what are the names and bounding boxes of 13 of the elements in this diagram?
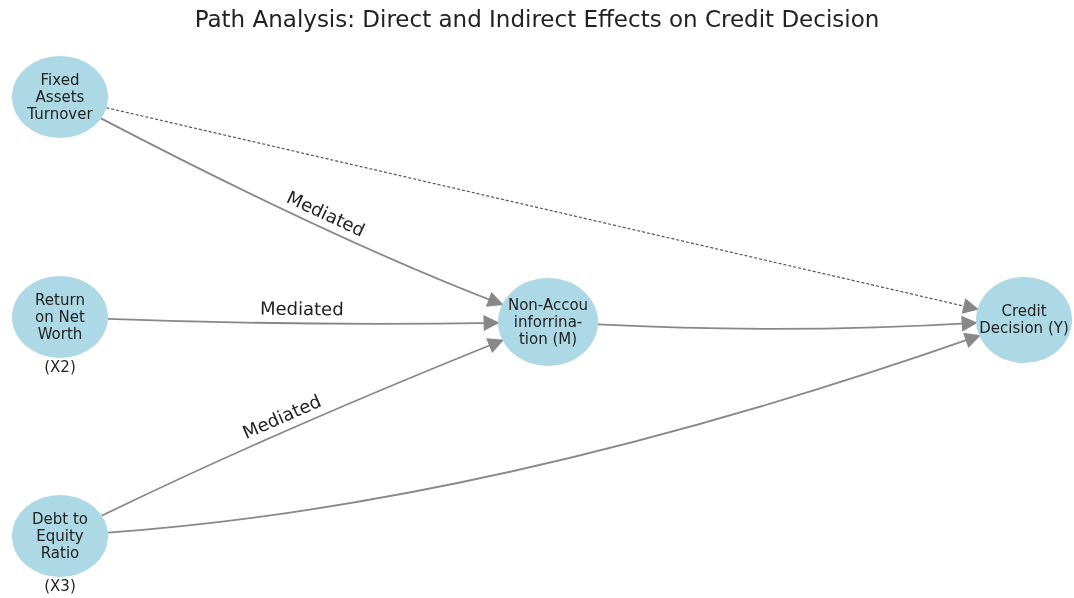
arrow (106, 332, 981, 534)
arrow (100, 338, 504, 517)
arrow (107, 315, 500, 331)
variable-code: (X2) (43, 358, 77, 376)
arrow (100, 117, 504, 307)
node-label: Non-Accou inforrina- tion (M) (506, 296, 590, 348)
diagram-title: Path Analysis: Direct and Indirect Effects on Credit Decision (193, 6, 881, 32)
arrow (597, 315, 978, 332)
node-label: Debt to Equity Ratio (31, 510, 89, 562)
node-label: Credit Decision (Y) (979, 303, 1069, 337)
variable-code: (X3) (43, 577, 77, 595)
node-label: Fixed Assets Turnover (26, 71, 94, 123)
node-label: Return on Net Worth (34, 291, 86, 343)
